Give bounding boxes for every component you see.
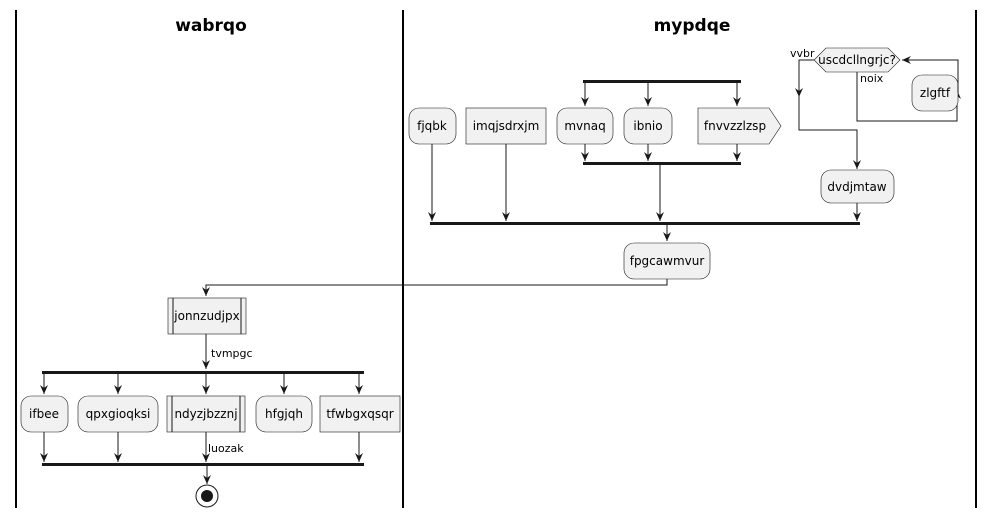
- edge-label-vvbr: vvbr: [790, 47, 815, 60]
- activity-ifbee: ifbee: [20, 395, 69, 433]
- end-node: [195, 484, 219, 508]
- fork-bar-bottom: [42, 371, 364, 374]
- activity-dvdjmtaw: dvdjmtaw: [820, 169, 895, 204]
- activity-dvdjmtaw-label: dvdjmtaw: [827, 180, 886, 194]
- activity-fjqbk-label: fjqbk: [417, 119, 447, 133]
- activity-hfgjqh: hfgjqh: [255, 395, 313, 433]
- lane-title-mypdqe: mypdqe: [654, 16, 731, 36]
- activity-imqjsdrxjm: imqjsdrxjm: [465, 107, 547, 145]
- activity-ndyzjbzznj: ndyzjbzznj: [166, 395, 246, 433]
- activity-mvnaq-label: mvnaq: [564, 119, 605, 133]
- activity-ibnio-label: ibnio: [633, 119, 662, 133]
- activity-tfwbgxqsqr: tfwbgxqsqr: [319, 395, 401, 433]
- activity-jonnzudjpx-label: jonnzudjpx: [173, 309, 239, 323]
- join-bar-bottom: [42, 463, 364, 466]
- activity-qpxgioqksi-label: qpxgioqksi: [86, 407, 151, 421]
- activity-ifbee-label: ifbee: [29, 407, 59, 421]
- activity-jonnzudjpx: jonnzudjpx: [167, 297, 247, 335]
- activity-zlgftf: zlgftf: [911, 74, 959, 112]
- activity-mvnaq: mvnaq: [556, 107, 614, 145]
- activity-fjqbk: fjqbk: [408, 107, 457, 145]
- activity-fpgcawmvur-label: fpgcawmvur: [630, 254, 705, 268]
- activity-qpxgioqksi: qpxgioqksi: [77, 395, 159, 433]
- decision-label: uscdcllngrjc?: [818, 53, 896, 67]
- edge-label-noix: noix: [860, 72, 884, 85]
- join-bar-top: [583, 162, 741, 165]
- join-bar-main: [430, 222, 860, 225]
- activity-fnvvzzlzsp-label: fnvvzzlzsp: [704, 119, 766, 133]
- activity-imqjsdrxjm-label: imqjsdrxjm: [473, 119, 540, 133]
- activity-fpgcawmvur: fpgcawmvur: [623, 242, 711, 280]
- activity-ibnio: ibnio: [623, 107, 673, 145]
- activity-tfwbgxqsqr-label: tfwbgxqsqr: [326, 407, 393, 421]
- activity-hfgjqh-label: hfgjqh: [265, 407, 303, 421]
- fork-bar-top: [583, 80, 741, 83]
- edge-label-tvmpgc: tvmpgc: [211, 347, 253, 360]
- decision-uscdcllngrjc: uscdcllngrjc?: [813, 47, 901, 73]
- lane-title-wabrqo: wabrqo: [175, 16, 247, 36]
- activity-fnvvzzlzsp: fnvvzzlzsp: [697, 107, 782, 145]
- activity-zlgftf-label: zlgftf: [920, 86, 951, 100]
- edge-label-luozak: luozak: [208, 442, 244, 455]
- activity-ndyzjbzznj-label: ndyzjbzznj: [174, 407, 237, 421]
